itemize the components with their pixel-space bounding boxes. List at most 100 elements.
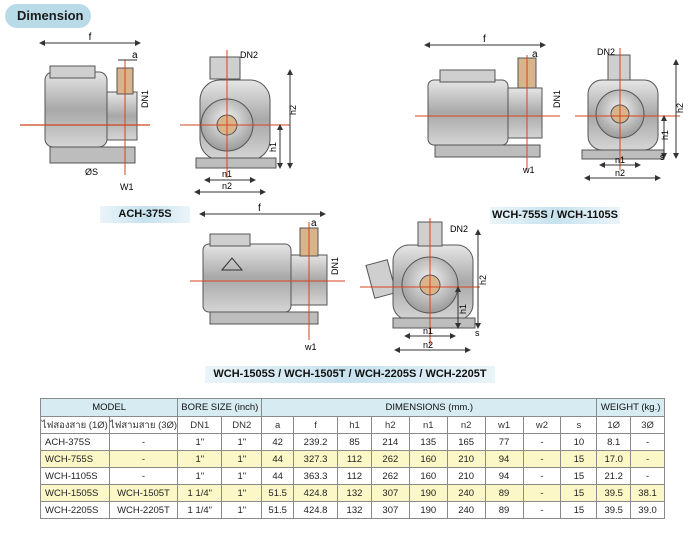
table-cell: - [630,450,665,468]
ach-n2-label: n2 [222,181,232,191]
subheader-weight-3ph: 3Ø [630,416,665,434]
subheader-w2: w2 [522,416,562,434]
table-cell: 112 [337,450,372,468]
caption-wch-small: WCH-755S / WCH-1105S [490,207,620,224]
ach-a-label: a [132,50,138,61]
wch-small-side-view [415,55,560,170]
wch-small-h2-label: h2 [675,103,685,113]
table-cell: 51.5 [261,484,295,502]
table-cell: 160 [408,450,448,468]
table-cell: 89 [484,484,524,502]
pump-drawings: f a DN1 ØS W1 DN2 h2 h1 n1 n2 f a DN1 w1 [20,32,685,353]
table-cell: 307 [370,501,410,519]
wch-large-f-label: f [258,203,261,214]
table-cell: 327.3 [293,450,339,468]
table-cell: 44 [261,467,295,485]
table-cell: 89 [484,501,524,519]
table-cell: 10 [560,433,598,451]
table-cell: 1" [177,467,223,485]
caption-wch-large: WCH-1505S / WCH-1505T / WCH-2205S / WCH-… [205,366,495,383]
subheader-three-phase: ไฟสามสาย (3Ø) [108,416,179,434]
wch-large-a-label: a [311,218,317,229]
subheader-a: a [261,416,295,434]
model-cell: WCH-2205S [40,501,110,519]
table-cell: 8.1 [596,433,632,451]
table-cell: 214 [370,433,410,451]
model-cell: WCH-1505S [40,484,110,502]
table-cell: 190 [408,484,448,502]
table-cell: - [522,484,562,502]
caption-ach: ACH-375S [100,206,190,223]
table-cell: 15 [560,484,598,502]
table-cell: 132 [337,501,372,519]
wch-large-dn2-label: DN2 [450,224,468,234]
subheader-weight-1ph: 1Ø [596,416,632,434]
table-cell: 165 [446,433,486,451]
table-cell: - [630,433,665,451]
table-cell: 262 [370,450,410,468]
table-cell: 307 [370,484,410,502]
wch-small-n1-label: n1 [615,155,625,165]
ach-w1-label: W1 [120,182,134,192]
table-cell: WCH-1505T [108,484,179,502]
table-cell: 190 [408,501,448,519]
table-cell: 1 1/4" [177,501,223,519]
table-cell: WCH-2205T [108,501,179,519]
table-cell: - [522,450,562,468]
wch-small-front-view [575,48,680,170]
ach-h2-label: h2 [288,105,298,115]
header-model: MODEL [39,398,179,417]
table-cell: - [108,467,179,485]
table-cell: 85 [337,433,372,451]
subheader-w1: w1 [484,416,524,434]
table-cell: 39.5 [596,501,632,519]
wch-small-n2-label: n2 [615,168,625,178]
table-cell: 160 [408,467,448,485]
model-cell: ACH-375S [40,433,110,451]
wch-large-n1-label: n1 [423,326,433,336]
table-cell: 262 [370,467,410,485]
ach-os-label: ØS [85,167,98,177]
subheader-h1: h1 [337,416,372,434]
ach-f-label: f [89,32,92,43]
table-cell: 39.0 [630,501,665,519]
table-cell: 424.8 [293,501,339,519]
table-cell: 1" [177,450,223,468]
table-cell: 94 [484,467,524,485]
subheader-n2: n2 [446,416,486,434]
table-cell: 1" [221,501,263,519]
wch-large-h2-label: h2 [478,275,488,285]
subheader-h2: h2 [370,416,410,434]
ach-dn1-label: DN1 [140,90,150,108]
ach-n1-label: n1 [222,169,232,179]
table-cell: 42 [261,433,295,451]
header-dimensions: DIMENSIONS (mm.) [261,398,598,417]
table-cell: 1" [221,450,263,468]
table-cell: 424.8 [293,484,339,502]
model-cell: WCH-755S [40,450,110,468]
ach-front-view [180,50,290,178]
table-cell: 17.0 [596,450,632,468]
table-cell: 1 1/4" [177,484,223,502]
section-title: Dimension [5,4,91,28]
subheader-n1: n1 [408,416,448,434]
table-cell: - [522,467,562,485]
model-cell: WCH-1105S [40,467,110,485]
wch-large-side-view [190,222,345,340]
table-cell: - [108,450,179,468]
table-cell: 210 [446,450,486,468]
table-cell: 240 [446,501,486,519]
wch-small-a-label: a [532,49,538,60]
table-cell: - [522,501,562,519]
table-cell: 1" [221,467,263,485]
ach-h1-label: h1 [268,142,278,152]
table-cell: 15 [560,450,598,468]
wch-small-s-label: s [660,152,665,162]
wch-small-dn1-label: DN1 [552,90,562,108]
spec-table: MODEL BORE SIZE (inch) DIMENSIONS (mm.) … [39,398,665,519]
table-cell: - [630,467,665,485]
table-cell: - [108,433,179,451]
table-cell: 363.3 [293,467,339,485]
